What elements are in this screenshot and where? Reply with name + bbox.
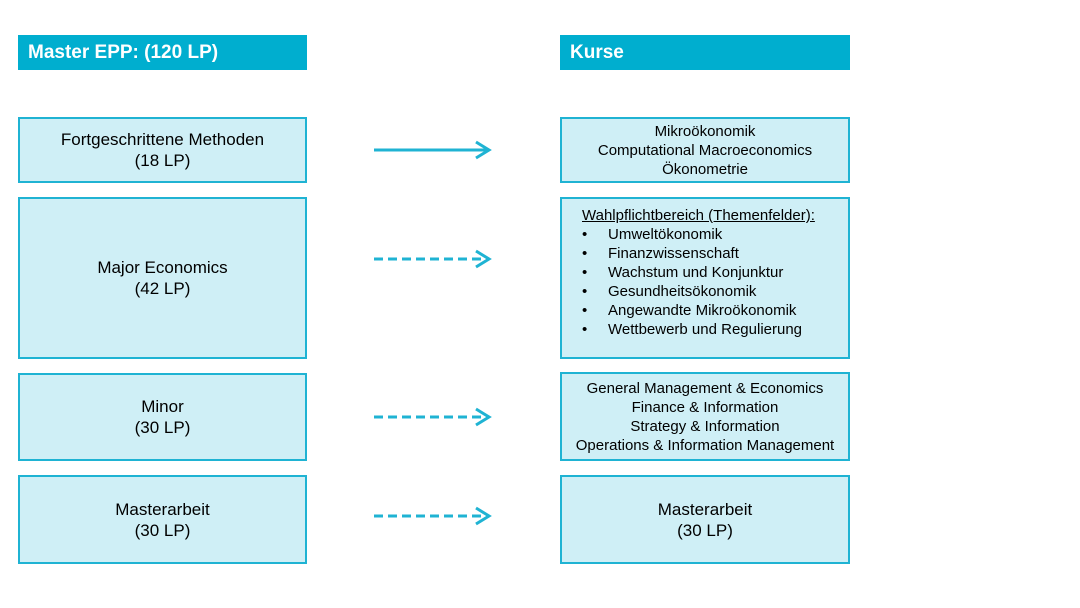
module-masterarbeit: Masterarbeit (30 LP)	[18, 475, 307, 564]
module-fortgeschrittene-methoden: Fortgeschrittene Methoden (18 LP)	[18, 117, 307, 183]
list-item: • Umweltökonomik	[582, 225, 802, 244]
arrow-minor	[374, 407, 492, 427]
arrow-major	[374, 249, 492, 269]
course-item: Ökonometrie	[662, 160, 748, 178]
module-name: Major Economics	[97, 258, 228, 277]
master-epp-header: Master EPP: (120 LP)	[18, 35, 307, 70]
wahlpflicht-title: Wahlpflichtbereich (Themenfelder):	[582, 207, 815, 224]
courses-methods: Mikroökonomik Computational Macroeconomi…	[560, 117, 850, 183]
arrow-methods	[374, 140, 492, 160]
bullet-icon: •	[582, 302, 588, 319]
course-item: Mikroökonomik	[654, 122, 756, 140]
module-lp: (42 LP)	[134, 279, 191, 298]
arrow-masterarbeit	[374, 506, 492, 526]
course-item: Masterarbeit	[657, 499, 753, 519]
list-item-label: Angewandte Mikroökonomik	[608, 302, 797, 319]
wahlpflicht-list: • Umweltökonomik • Finanzwissenschaft • Wac…	[582, 225, 802, 339]
kurse-header: Kurse	[560, 35, 850, 70]
module-name: Masterarbeit	[115, 499, 210, 519]
list-item-label: Umweltökonomik	[608, 226, 723, 243]
list-item-label: Wettbewerb und Regulierung	[608, 321, 803, 338]
course-item: Finance & Information	[631, 398, 779, 416]
list-item: • Gesundheitsökonomik	[582, 282, 802, 301]
list-item: • Angewandte Mikroökonomik	[582, 301, 802, 320]
bullet-icon: •	[582, 283, 588, 300]
list-item-label: Finanzwissenschaft	[608, 245, 739, 262]
course-lp: (30 LP)	[677, 520, 733, 540]
course-item: Strategy & Information	[630, 417, 780, 435]
course-item: Operations & Information Management	[575, 436, 835, 454]
module-lp: (18 LP)	[134, 151, 191, 170]
module-name: Minor	[141, 397, 184, 416]
bullet-icon: •	[582, 264, 588, 281]
module-major-economics: Major Economics (42 LP)	[18, 197, 307, 359]
courses-wahlpflichtbereich: Wahlpflichtbereich (Themenfelder): • Umwe…	[560, 197, 850, 359]
list-item-label: Wachstum und Konjunktur	[608, 264, 784, 281]
courses-minor: General Management & Economics Finance &…	[560, 372, 850, 461]
module-minor: Minor (30 LP)	[18, 373, 307, 461]
list-item: • Finanzwissenschaft	[582, 244, 802, 263]
courses-masterarbeit: Masterarbeit (30 LP)	[560, 475, 850, 564]
course-item: General Management & Economics	[586, 379, 824, 397]
module-lp: (30 LP)	[134, 418, 191, 437]
bullet-icon: •	[582, 321, 588, 338]
list-item-label: Gesundheitsökonomik	[608, 283, 757, 300]
course-item: Computational Macroeconomics	[597, 141, 813, 159]
module-lp: (30 LP)	[134, 520, 191, 540]
list-item: • Wachstum und Konjunktur	[582, 263, 802, 282]
bullet-icon: •	[582, 245, 588, 262]
list-item: • Wettbewerb und Regulierung	[582, 320, 802, 339]
module-name: Fortgeschrittene Methoden	[60, 130, 265, 149]
bullet-icon: •	[582, 226, 588, 243]
